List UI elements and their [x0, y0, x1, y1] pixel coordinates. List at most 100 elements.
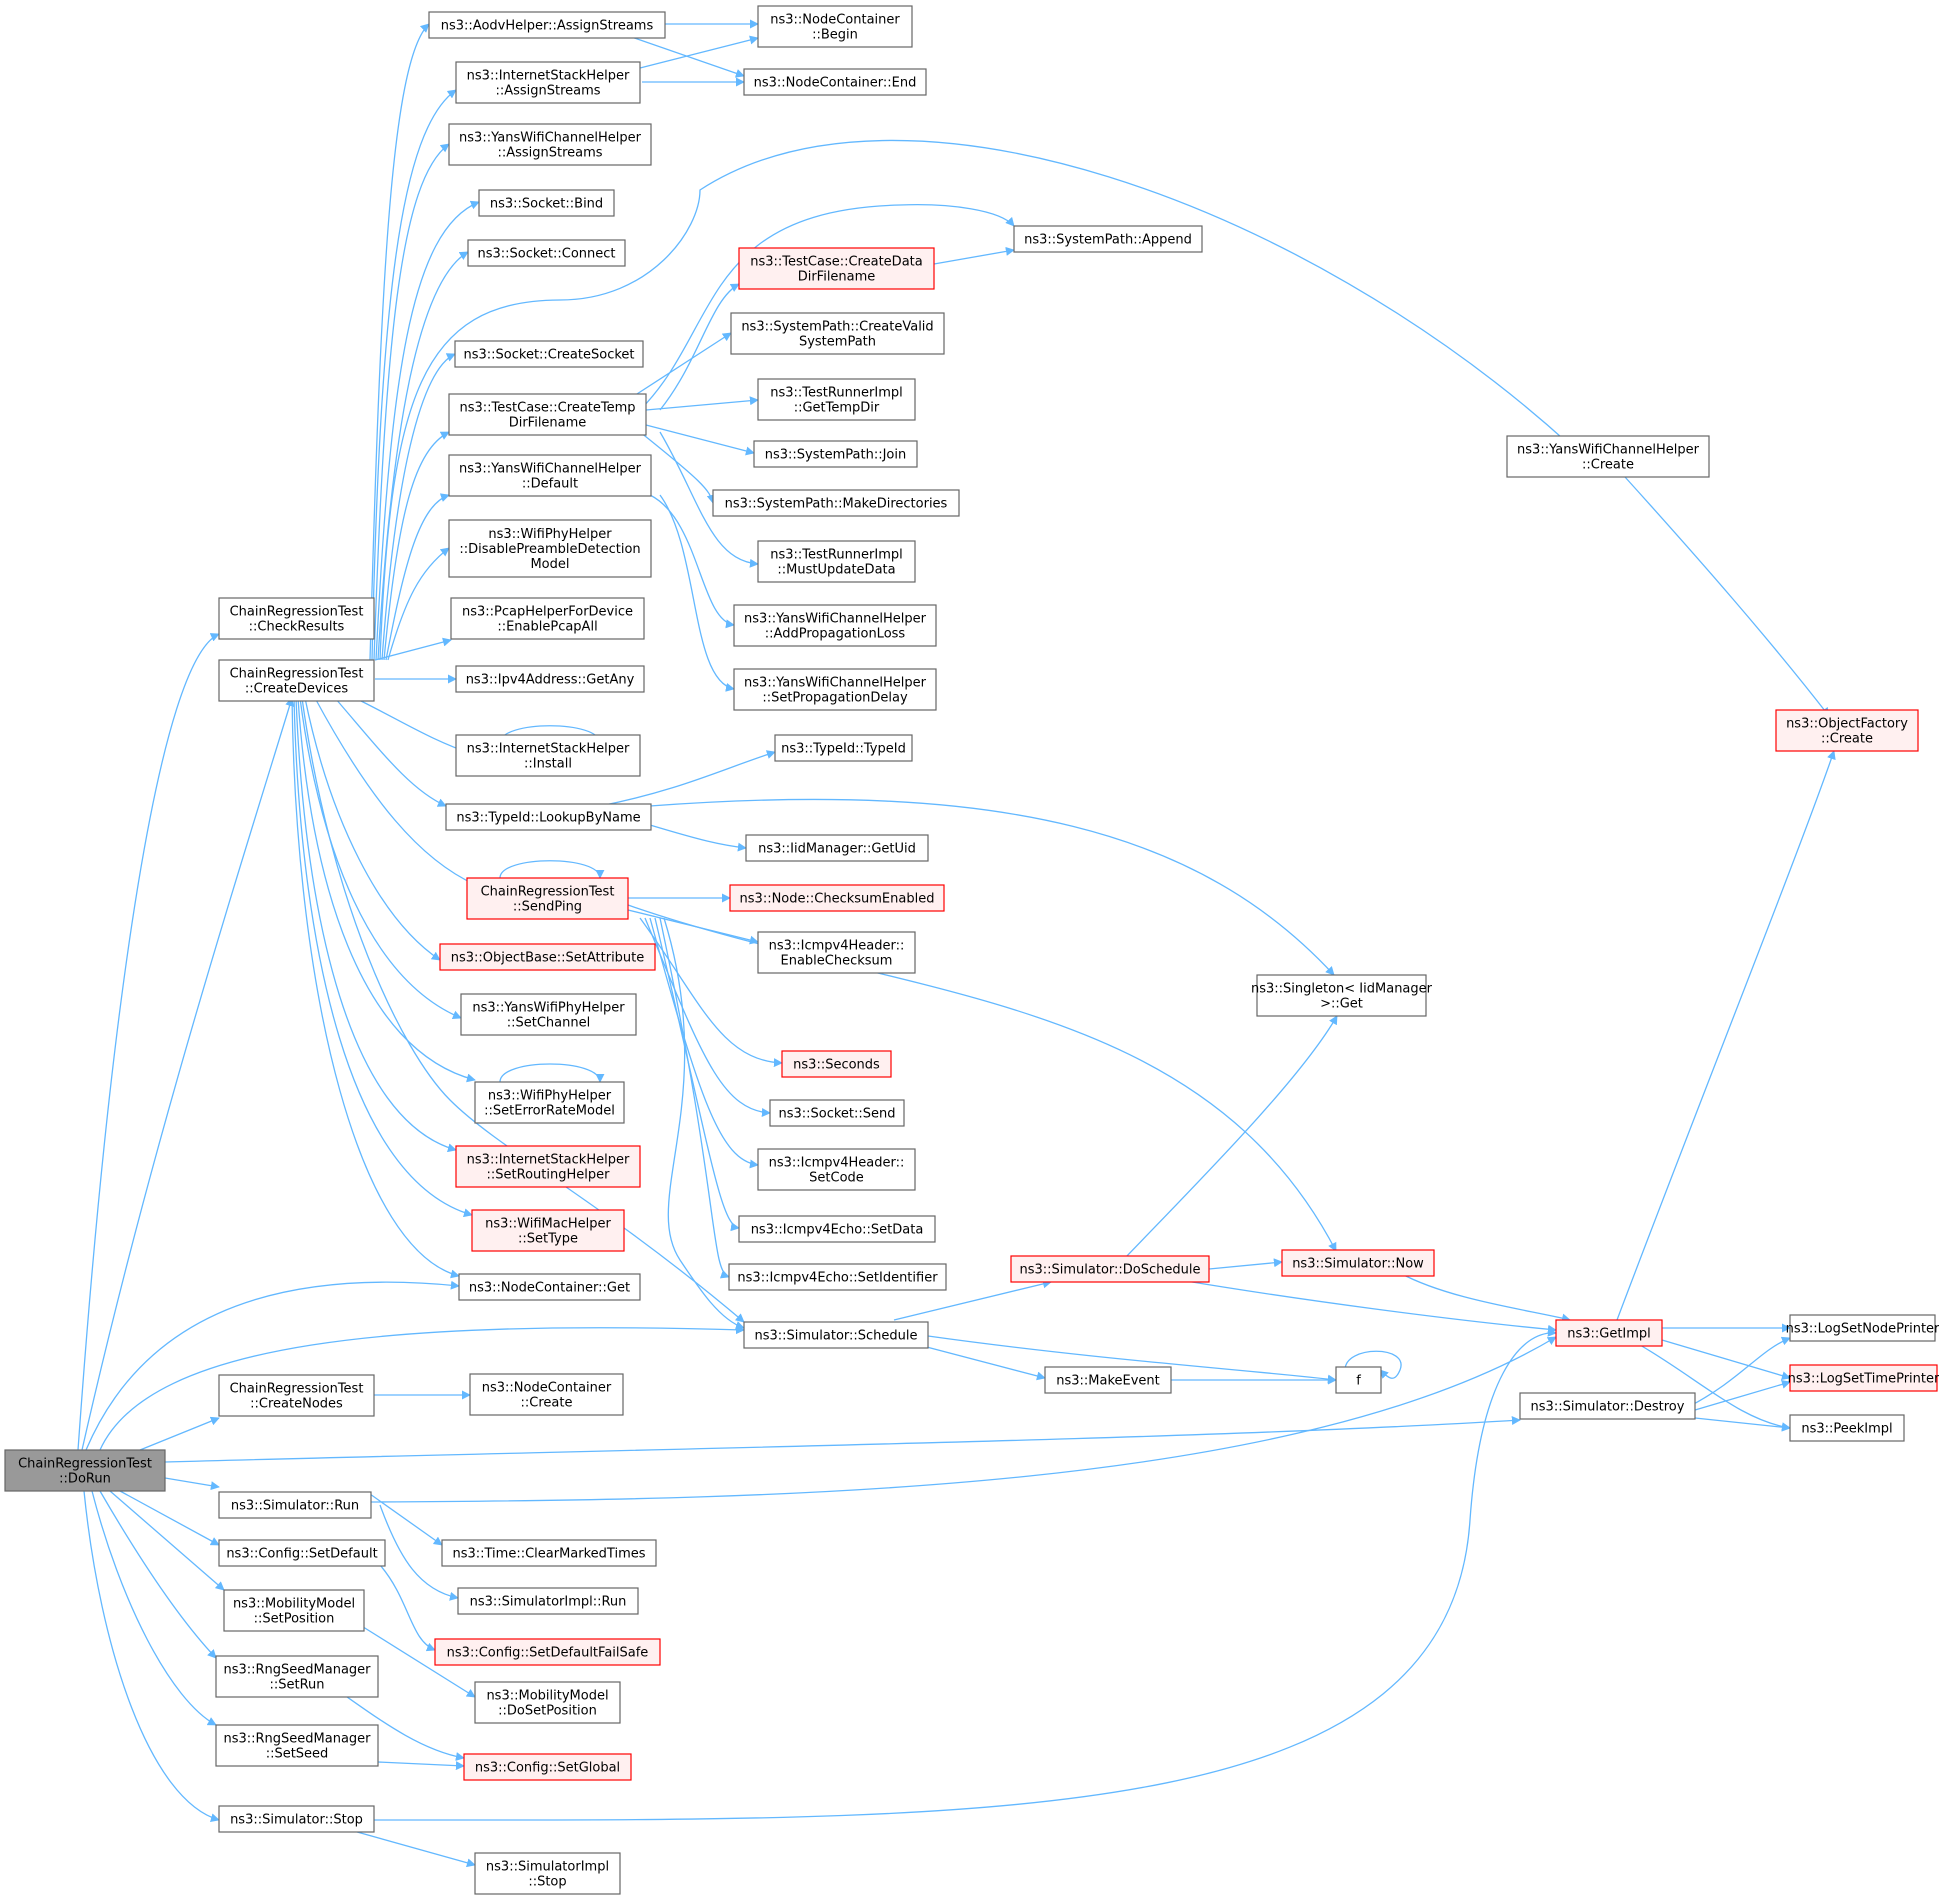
node-yanssetdelay[interactable]: ns3::YansWifiChannelHelper::SetPropagati… — [733, 668, 937, 711]
edge-tctemp-tccreatedata — [659, 283, 740, 411]
node-label: ns3::TestCase::CreateTemp — [459, 401, 635, 416]
node-rngsetseed[interactable]: ns3::RngSeedManager::SetSeed — [215, 1724, 379, 1767]
edge-cd-wifidisable — [387, 547, 450, 661]
node-echosetdata[interactable]: ns3::Icmpv4Echo::SetData — [738, 1215, 936, 1243]
node-box — [1789, 1314, 1936, 1342]
node-echosetid[interactable]: ns3::Icmpv4Echo::SetIdentifier — [728, 1263, 947, 1291]
node-icmpenable[interactable]: ns3::Icmpv4Header::EnableChecksum — [757, 931, 916, 974]
node-spjoin[interactable]: ns3::SystemPath::Join — [753, 440, 918, 468]
node-simdestroy[interactable]: ns3::Simulator::Destroy — [1519, 1392, 1696, 1420]
node-nodechecksum[interactable]: ns3::Node::ChecksumEnabled — [729, 884, 945, 912]
node-createdevices[interactable]: ChainRegressionTest::CreateDevices — [218, 659, 375, 702]
edge-sendping-echosetid — [659, 917, 730, 1279]
node-spmakedirs[interactable]: ns3::SystemPath::MakeDirectories — [712, 489, 960, 517]
node-label: ns3::Time::ClearMarkedTimes — [452, 1547, 645, 1562]
node-mobdosetpos[interactable]: ns3::MobilityModel::DoSetPosition — [474, 1681, 621, 1724]
edge-dorun-createdevices — [81, 697, 294, 1451]
node-label: ::GetTempDir — [794, 401, 880, 416]
node-yansassign[interactable]: ns3::YansWifiChannelHelper::AssignStream… — [448, 123, 652, 166]
node-cfgfailsafe[interactable]: ns3::Config::SetDefaultFailSafe — [434, 1638, 661, 1666]
node-yanscreate[interactable]: ns3::YansWifiChannelHelper::Create — [1506, 435, 1710, 478]
node-singleton[interactable]: ns3::Singleton< IidManager >::Get — [1251, 974, 1433, 1017]
node-box — [757, 540, 916, 583]
node-label: ns3::Config::SetGlobal — [475, 1761, 620, 1776]
node-checkresults[interactable]: ChainRegressionTest::CheckResults — [218, 597, 375, 640]
node-rngsetrun[interactable]: ns3::RngSeedManager::SetRun — [215, 1655, 379, 1698]
node-spappend[interactable]: ns3::SystemPath::Append — [1013, 225, 1203, 253]
node-aodvassign[interactable]: ns3::AodvHelper::AssignStreams — [428, 11, 666, 39]
node-box — [1789, 1414, 1905, 1442]
node-setrouting[interactable]: ns3::InternetStackHelper::SetRoutingHelp… — [455, 1145, 641, 1188]
node-label: SystemPath — [799, 335, 876, 350]
node-yansdefault[interactable]: ns3::YansWifiChannelHelper::Default — [448, 454, 652, 497]
node-sockconnect[interactable]: ns3::Socket::Connect — [467, 239, 626, 267]
node-sendping[interactable]: ChainRegressionTest::SendPing — [466, 877, 629, 920]
edge-dorun-simrun — [164, 1477, 220, 1491]
node-inetassign[interactable]: ns3::InternetStackHelper::AssignStreams — [455, 61, 641, 104]
node-simrun[interactable]: ns3::Simulator::Run — [218, 1491, 372, 1519]
node-seconds[interactable]: ns3::Seconds — [781, 1050, 892, 1078]
node-simimplrun[interactable]: ns3::SimulatorImpl::Run — [457, 1587, 639, 1615]
node-yansphychan[interactable]: ns3::YansWifiPhyHelper::SetChannel — [460, 993, 637, 1036]
node-trgettemp[interactable]: ns3::TestRunnerImpl::GetTempDir — [757, 378, 916, 421]
node-inetinstall[interactable]: ns3::InternetStackHelper::Install — [455, 734, 641, 777]
node-cfgsetglobal[interactable]: ns3::Config::SetGlobal — [463, 1753, 632, 1781]
node-iidgetuid[interactable]: ns3::IidManager::GetUid — [745, 834, 929, 862]
node-dorun[interactable]: ChainRegressionTest::DoRun — [4, 1449, 166, 1492]
node-yansaddloss[interactable]: ns3::YansWifiChannelHelper::AddPropagati… — [733, 604, 937, 647]
node-label: ::Install — [524, 757, 572, 772]
node-cfgsetdefault[interactable]: ns3::Config::SetDefault — [218, 1539, 386, 1567]
node-trmustupdate[interactable]: ns3::TestRunnerImpl::MustUpdateData — [757, 540, 916, 583]
node-label: Model — [530, 557, 569, 572]
node-label: ::SetChannel — [507, 1016, 590, 1031]
node-lognode[interactable]: ns3::LogSetNodePrinter — [1786, 1314, 1939, 1342]
node-sockcreate[interactable]: ns3::Socket::CreateSocket — [454, 340, 644, 368]
node-box — [474, 1081, 625, 1124]
node-simimplstop[interactable]: ns3::SimulatorImpl::Stop — [474, 1852, 621, 1895]
node-wifidisable[interactable]: ns3::WifiPhyHelper::DisablePreambleDetec… — [448, 519, 652, 578]
node-box — [743, 68, 927, 96]
node-mobsetpos[interactable]: ns3::MobilityModel::SetPosition — [223, 1589, 365, 1632]
node-macsettype[interactable]: ns3::WifiMacHelper::SetType — [471, 1209, 625, 1252]
node-socksend[interactable]: ns3::Socket::Send — [769, 1099, 905, 1127]
node-ncend[interactable]: ns3::NodeContainer::End — [743, 68, 927, 96]
node-ipv4any[interactable]: ns3::Ipv4Address::GetAny — [455, 665, 645, 693]
node-pcapall[interactable]: ns3::PcapHelperForDevice::EnablePcapAll — [450, 597, 645, 640]
node-ncget[interactable]: ns3::NodeContainer::Get — [458, 1273, 641, 1301]
edge-tccreatedata-spappend — [933, 246, 1015, 265]
node-icmpsetcode[interactable]: ns3::Icmpv4Header::SetCode — [757, 1148, 916, 1191]
node-label: ns3::PeekImpl — [1801, 1422, 1892, 1437]
node-simschedule[interactable]: ns3::Simulator::Schedule — [743, 1321, 929, 1349]
node-simdoschedule[interactable]: ns3::Simulator::DoSchedule — [1010, 1255, 1210, 1283]
node-f[interactable]: f — [1335, 1366, 1382, 1394]
node-simnow[interactable]: ns3::Simulator::Now — [1281, 1249, 1435, 1277]
edge-sendping-icmpsetcode — [649, 917, 759, 1169]
edge-cd-yanscreate — [379, 139, 1571, 661]
node-makeevent[interactable]: ns3::MakeEvent — [1044, 1366, 1172, 1394]
edge-yansdef-addloss — [649, 494, 735, 629]
node-box — [1044, 1366, 1172, 1394]
node-setattribute[interactable]: ns3::ObjectBase::SetAttribute — [439, 943, 656, 971]
node-ncreate[interactable]: ns3::NodeContainer::Create — [469, 1373, 624, 1416]
node-logtime[interactable]: ns3::LogSetTimePrinter — [1788, 1364, 1939, 1392]
node-lookupbyname[interactable]: ns3::TypeId::LookupByName — [445, 803, 652, 831]
node-simstop[interactable]: ns3::Simulator::Stop — [218, 1805, 375, 1833]
node-getimpl[interactable]: ns3::GetImpl — [1555, 1319, 1663, 1347]
node-ncbegin[interactable]: ns3::NodeContainer::Begin — [757, 5, 913, 48]
edge-cd-tccreatetemp — [383, 431, 450, 661]
node-label: ::Stop — [528, 1875, 566, 1890]
node-seterrrate[interactable]: ns3::WifiPhyHelper::SetErrorRateModel — [474, 1081, 625, 1124]
node-objfactory[interactable]: ns3::ObjectFactory::Create — [1775, 709, 1919, 752]
node-cleartimes[interactable]: ns3::Time::ClearMarkedTimes — [441, 1539, 657, 1567]
node-label: ns3::YansWifiChannelHelper — [744, 612, 927, 627]
node-createnodes[interactable]: ChainRegressionTest::CreateNodes — [218, 1374, 375, 1417]
node-sockbind[interactable]: ns3::Socket::Bind — [478, 189, 615, 217]
node-peekimpl[interactable]: ns3::PeekImpl — [1789, 1414, 1905, 1442]
edge-simnow-getimpl — [1399, 1272, 1571, 1323]
node-typeid[interactable]: ns3::TypeId::TypeId — [774, 734, 913, 762]
edge-sendping-seconds — [639, 917, 783, 1068]
